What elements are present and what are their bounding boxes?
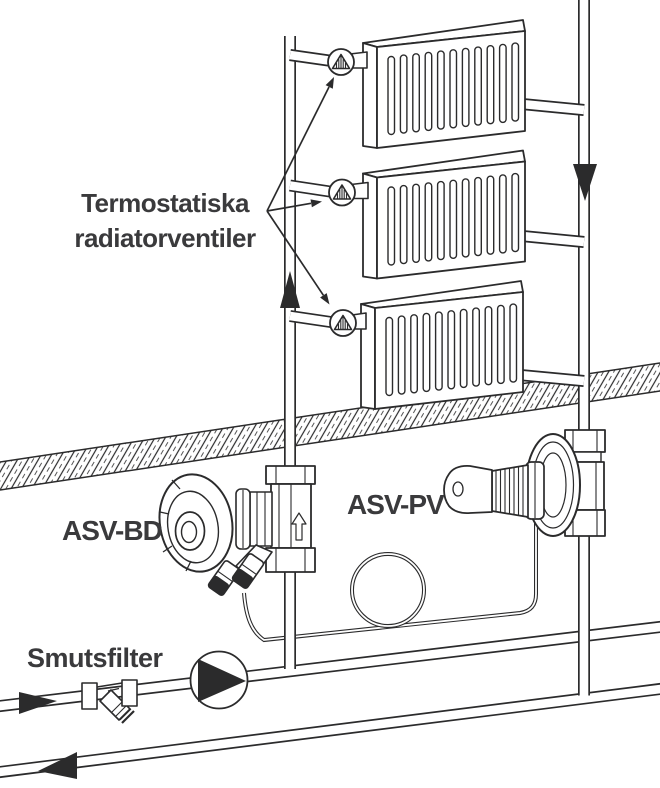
thermostatic-valve-icon-1 [327,48,355,76]
flow-up-arrow-icon [280,271,300,308]
asv-pv-valve [443,429,606,537]
capillary-tube [242,518,538,643]
return-pipe-bottom [0,682,660,779]
label-asv-pv: ASV-PV [347,489,445,520]
pump-icon [189,650,249,710]
flow-down-arrow-icon [573,164,597,201]
flow-left-arrow-icon [38,752,77,779]
radiator-branches [289,49,585,387]
asv-bd-valve [158,465,316,596]
label-thermostatic-line1: Termostatiska [81,188,249,218]
label-strainer: Smutsfilter [27,643,163,673]
radiator-3 [360,280,524,410]
label-thermostatic-line2: radiatorventiler [74,223,256,253]
label-leader-arrows [266,77,334,305]
thermostatic-valve-icon-2 [328,178,356,207]
radiator-2 [362,149,526,280]
thermostatic-valve-icon-3 [329,309,357,337]
radiator-1 [362,19,526,149]
capillary-loop [350,552,426,628]
label-asv-bd: ASV-BD [62,515,163,546]
strainer-icon [81,679,138,724]
label-thermostatic-valves: Termostatiska radiatorventiler [58,186,272,256]
flow-right-arrow-icon [19,692,57,714]
